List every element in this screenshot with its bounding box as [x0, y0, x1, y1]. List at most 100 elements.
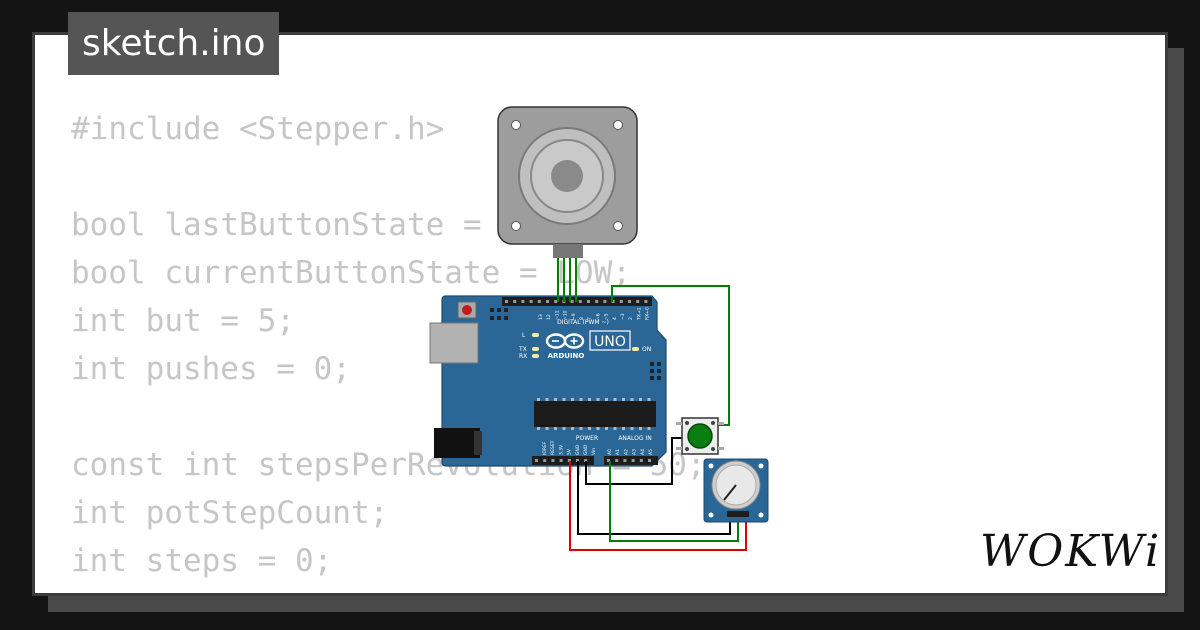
board-brand-label: ARDUINO: [548, 352, 585, 360]
chip-pin: [639, 427, 642, 430]
header-pin: [578, 300, 582, 303]
led-l-label: L: [522, 332, 526, 339]
pin-label: 4: [612, 317, 618, 320]
chip-pin: [562, 427, 566, 430]
led-rx-label: RX: [519, 353, 527, 360]
pin-label: A3: [632, 449, 638, 455]
header-pin: [570, 300, 574, 303]
pin-label: 5V: [567, 448, 573, 455]
header-pin: [631, 459, 635, 462]
sketch-title-tab[interactable]: sketch.ino: [68, 12, 280, 75]
pin-label: IOREF: [542, 441, 548, 455]
chip-pin: [622, 427, 625, 430]
chip-pin: [571, 398, 574, 401]
header-pin: [505, 300, 508, 303]
digital-pwm-label: DIGITAL (PWM ~): [557, 319, 609, 326]
chip-pin: [537, 398, 540, 401]
pin-label: 8: [579, 317, 585, 320]
header-pin: [546, 300, 549, 303]
header-pin: [615, 459, 619, 462]
chip-pin: [639, 398, 642, 401]
board-model-label: UNO: [594, 334, 626, 350]
chip-pin: [537, 427, 540, 430]
pin-label: ~10: [563, 310, 569, 320]
code-line: int but = 5;: [71, 303, 295, 339]
header-pin: [554, 300, 558, 303]
header-pin: [623, 459, 627, 462]
header-pin: [607, 459, 610, 462]
pin-label: A1: [615, 449, 621, 455]
chip-pin: [596, 398, 600, 401]
code-line: bool currentButtonState = LOW;: [71, 255, 631, 291]
header-pin: [587, 300, 590, 303]
arduino-logo: [545, 333, 585, 349]
header-pin: [529, 300, 533, 303]
led-on-label: ON: [642, 346, 651, 353]
pin-label: GND: [575, 444, 581, 455]
chip-pin: [622, 398, 625, 401]
pin-label: 12: [546, 314, 552, 320]
header-pin: [611, 300, 615, 303]
power-label: POWER: [576, 435, 598, 442]
chip-pin: [605, 427, 608, 430]
pin-label: ~6: [595, 313, 601, 320]
header-pin: [535, 459, 538, 462]
pin-label: GND: [583, 444, 589, 455]
chip-pin: [630, 398, 634, 401]
pin-label: 3.3V: [558, 444, 564, 455]
header-pin: [543, 459, 547, 462]
pin-label: 7: [587, 317, 593, 320]
header-pin: [644, 300, 648, 303]
header-pin: [639, 459, 643, 462]
pushbutton[interactable]: [676, 417, 724, 455]
header-pin: [537, 300, 541, 303]
pin-label: ~11: [554, 310, 560, 320]
chip-pin: [545, 427, 549, 430]
code-line: int potStepCount;: [71, 495, 389, 531]
chip-pin: [579, 398, 583, 401]
pin-label: A5: [648, 449, 654, 455]
chip-pin: [647, 427, 651, 430]
header-pin: [584, 459, 588, 462]
potentiometer[interactable]: [703, 458, 769, 523]
chip-pin: [588, 427, 591, 430]
chip-pin: [647, 398, 651, 401]
stepper-motor[interactable]: [497, 106, 638, 258]
code-line: #include <Stepper.h>: [71, 111, 445, 147]
pin-label: RESET: [550, 440, 556, 455]
chip-pin: [588, 398, 591, 401]
pin-label: A4: [640, 449, 646, 455]
header-pin: [551, 459, 555, 462]
pin-label: RX←0: [645, 307, 651, 320]
pin-label: A2: [623, 449, 629, 455]
header-pin: [636, 300, 640, 303]
chip-pin: [613, 398, 617, 401]
chip-pin: [605, 398, 608, 401]
led-tx-label: TX: [518, 346, 527, 353]
header-pin: [521, 300, 525, 303]
header-pin: [603, 300, 607, 303]
pin-label: 13: [538, 314, 544, 320]
chip-pin: [630, 427, 634, 430]
chip-pin: [571, 427, 574, 430]
header-pin: [619, 300, 623, 303]
chip-pin: [554, 398, 557, 401]
chip-pin: [562, 398, 566, 401]
chip-pin: [613, 427, 617, 430]
code-line: int currDir = 0;: [71, 591, 370, 593]
pin-label: TX→1: [636, 307, 642, 321]
header-pin: [648, 459, 651, 462]
svg-text:WOKWi: WOKWi: [980, 526, 1161, 577]
pin-label: ~3: [620, 313, 626, 320]
pin-label: ~5: [604, 313, 610, 320]
header-pin: [513, 300, 517, 303]
arduino-uno-board[interactable]: DIGITAL (PWM ~) UNO ARDUINO L TX RX ON P…: [429, 295, 667, 467]
pin-label: 2: [628, 317, 634, 320]
chip-pin: [554, 427, 557, 430]
header-pin: [595, 300, 599, 303]
chip-pin: [545, 398, 549, 401]
header-pin: [576, 459, 579, 462]
code-line: int steps = 0;: [71, 543, 333, 579]
pin-label: Vin: [591, 448, 597, 455]
